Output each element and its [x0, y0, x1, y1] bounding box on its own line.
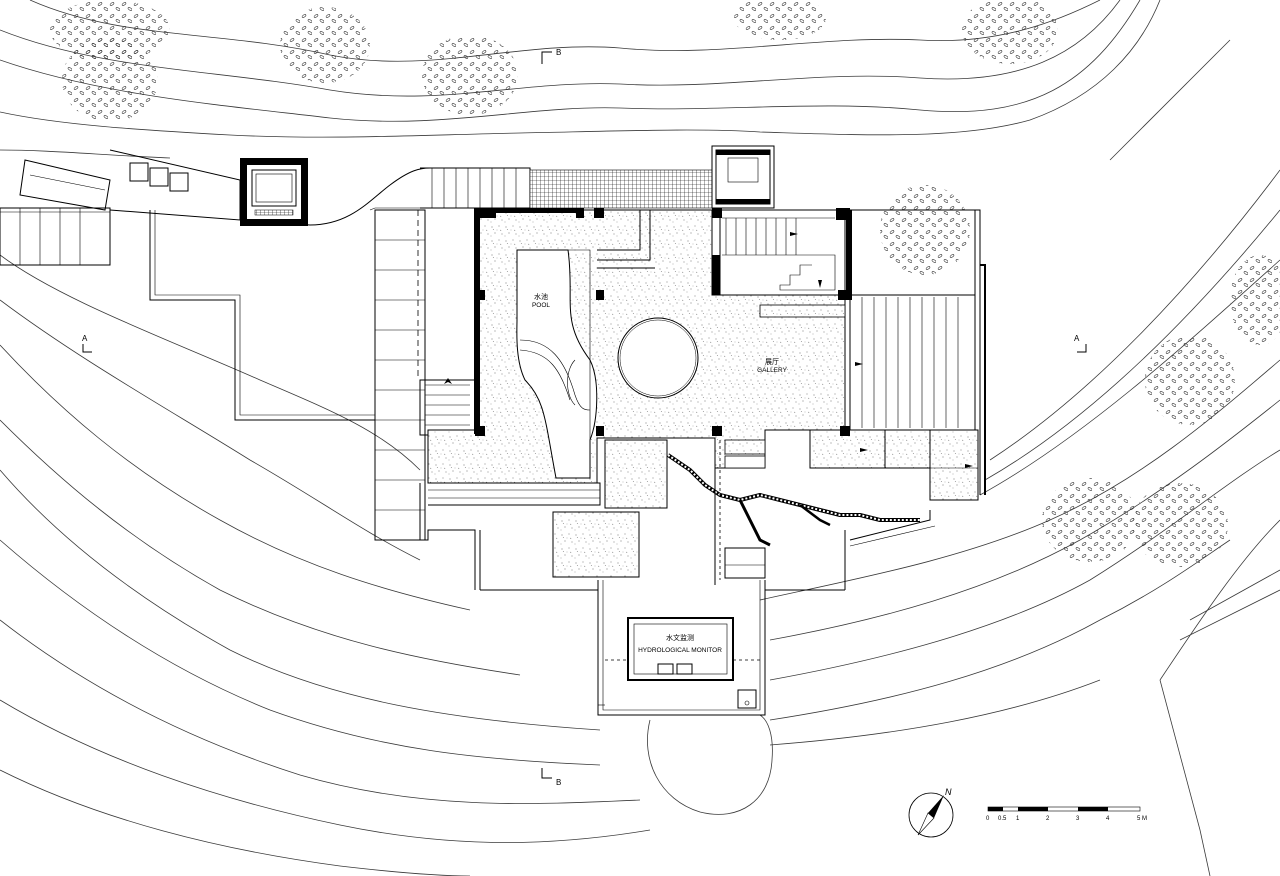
- svg-text:A: A: [1074, 334, 1080, 343]
- elevator-core-west: [240, 158, 308, 226]
- gallery-oculus: [617, 317, 699, 399]
- courtyard-blocks: [419, 439, 668, 590]
- north-arrow-label: N: [945, 787, 952, 797]
- north-arrow: N: [908, 787, 954, 838]
- tree-canopies: [50, 0, 1280, 567]
- gallery-label-en: GALLERY: [757, 367, 788, 374]
- room-labels: 水池 POOL 展厅 GALLERY 水文监测 HYDROLOGICAL MON…: [532, 292, 788, 654]
- scale-tick-3: 3: [1076, 816, 1080, 822]
- scale-tick-0-5: 0.5: [998, 816, 1007, 822]
- monitor-label-cn: 水文监测: [666, 633, 694, 642]
- section-mark-b-north: B: [541, 48, 561, 64]
- structural-walls: [474, 208, 852, 436]
- section-mark-b-south: B: [541, 768, 561, 787]
- pool: [516, 249, 598, 479]
- pool-label-en: POOL: [532, 302, 550, 309]
- pool-label-cn: 水池: [534, 292, 548, 301]
- stream-channel: [666, 440, 920, 585]
- south-east-landings: [724, 429, 979, 590]
- monitor-building: [480, 547, 845, 716]
- section-mark-a-west: A: [82, 334, 92, 353]
- svg-text:B: B: [556, 778, 561, 787]
- svg-text:A: A: [82, 334, 88, 343]
- scale-bar: 0 0.5 1 2 3 4 5 M: [986, 806, 1147, 822]
- scale-tick-2: 2: [1046, 816, 1050, 822]
- north-east-stairs: [719, 209, 846, 296]
- north-path: [369, 167, 713, 211]
- gallery-label-cn: 展厅: [765, 358, 779, 366]
- section-mark-a-east: A: [1074, 334, 1087, 353]
- scale-tick-4: 4: [1106, 816, 1110, 822]
- scale-tick-1: 1: [1016, 816, 1020, 822]
- elevator-core-east: [711, 145, 775, 209]
- east-deck: [759, 209, 986, 495]
- scale-tick-5m: 5 M: [1137, 816, 1147, 822]
- west-terrace: [374, 209, 476, 541]
- section-markers: A A B B: [82, 48, 1087, 787]
- svg-text:B: B: [556, 48, 561, 57]
- west-approach: [0, 149, 530, 421]
- monitor-label-en: HYDROLOGICAL MONITOR: [638, 647, 722, 654]
- scale-tick-0: 0: [986, 816, 990, 822]
